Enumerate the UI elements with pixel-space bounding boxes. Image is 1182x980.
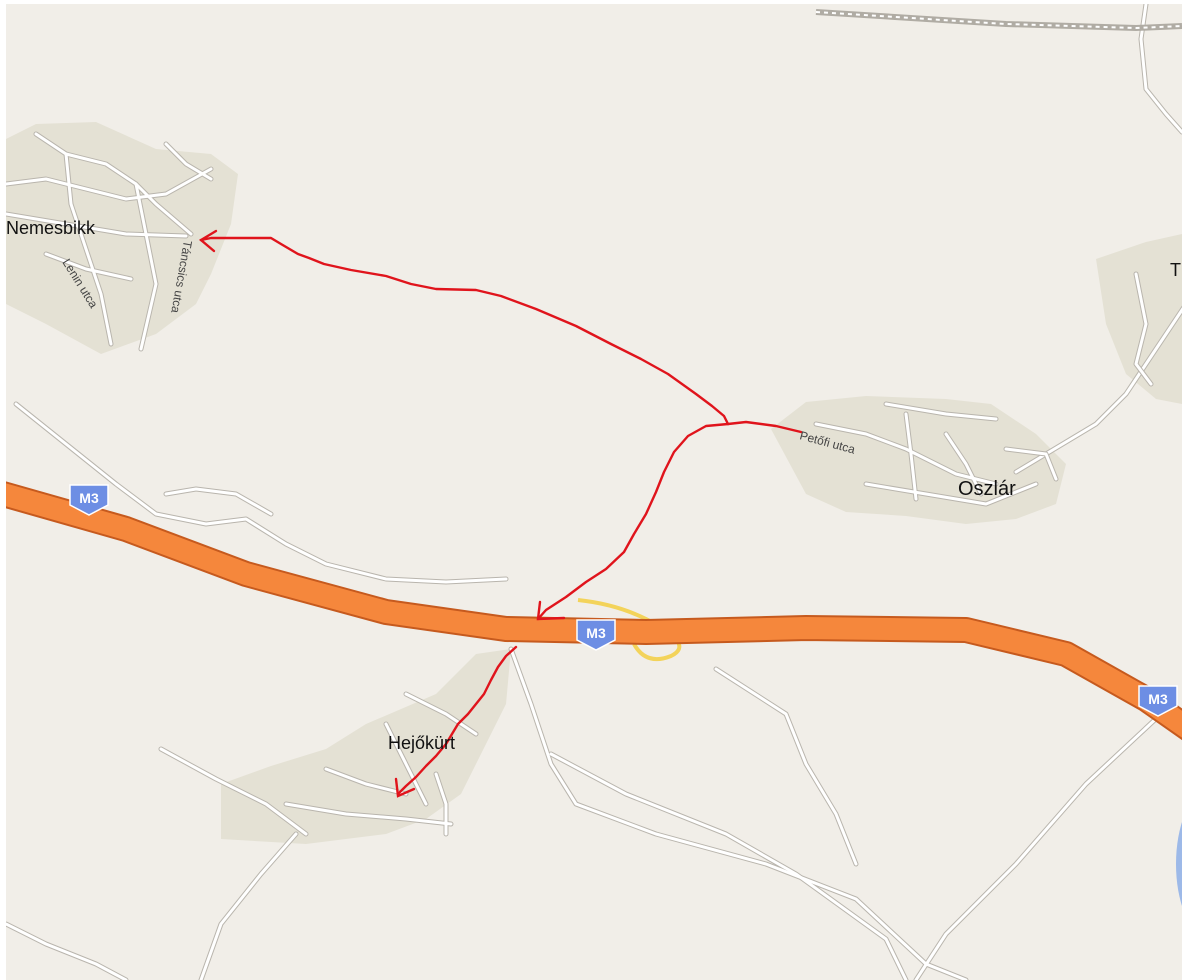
m3-shield-label: M3 (586, 625, 606, 641)
settlement-areas (6, 122, 1182, 844)
arrow-down-icon (394, 777, 416, 798)
route-to-oszlar[interactable] (726, 420, 803, 434)
m3-shield-label: M3 (1148, 691, 1168, 707)
map-view[interactable]: M3 M3 M3 Nemesbikk Oszlár Hejőkürt T Len… (6, 4, 1182, 980)
place-label-oszlar[interactable]: Oszlár (958, 478, 1016, 500)
route-to-motorway[interactable] (536, 422, 730, 621)
place-label-hejokurt[interactable]: Hejőkürt (388, 733, 455, 753)
arrow-down-icon (536, 600, 566, 621)
m3-shield[interactable]: M3 (576, 619, 616, 651)
place-label-t[interactable]: T (1170, 260, 1181, 280)
m3-shield[interactable]: M3 (69, 484, 109, 516)
railway (815, 9, 1182, 32)
motorway-m3[interactable] (6, 483, 1182, 738)
m3-shield-label: M3 (79, 490, 99, 506)
m3-shield-icon (1138, 685, 1178, 717)
arrow-left-icon (198, 229, 218, 253)
settlement-area-nemesbikk (6, 122, 238, 354)
m3-shield-icon (69, 484, 109, 516)
route-arrow-motorway (536, 600, 566, 621)
m3-shield[interactable]: M3 (1138, 685, 1178, 717)
route-to-hejokurt[interactable] (396, 645, 518, 796)
route-arrow-hejokurt (394, 777, 416, 798)
water-body (1176, 822, 1182, 906)
route-lines[interactable] (199, 236, 803, 796)
map-canvas[interactable]: M3 M3 M3 Nemesbikk Oszlár Hejőkürt T Len… (6, 4, 1182, 980)
route-to-nemesbikk[interactable] (199, 236, 730, 426)
village-streets (6, 131, 1154, 837)
m3-shield-icon (576, 619, 616, 651)
settlement-area-t (1096, 234, 1182, 404)
route-arrow-nemesbikk (198, 229, 218, 253)
settlement-area-hejokurt (221, 649, 511, 844)
place-label-nemesbikk[interactable]: Nemesbikk (6, 218, 96, 238)
